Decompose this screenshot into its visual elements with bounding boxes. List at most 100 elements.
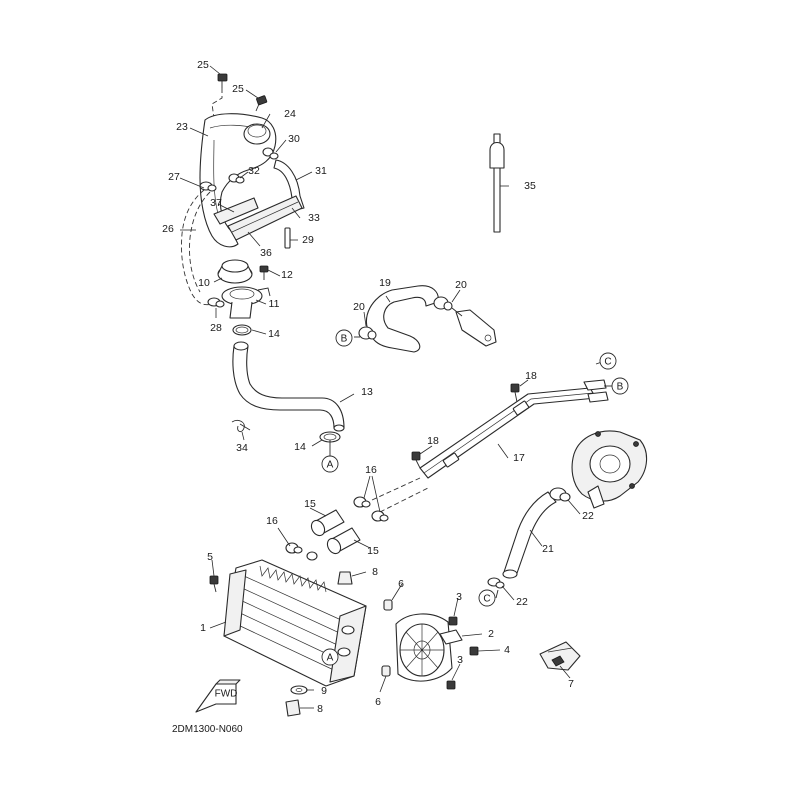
water-pump xyxy=(571,430,648,509)
callout-7: 7 xyxy=(568,678,574,690)
bolt-5 xyxy=(209,575,219,593)
ref-letter: B xyxy=(617,382,624,393)
water-pump-hose-21 xyxy=(503,491,557,577)
hose-15-lower xyxy=(326,527,361,555)
diagram-code: 2DM1300-N060 xyxy=(172,724,243,735)
hose-clamp-20-right xyxy=(433,296,453,311)
hose-clamp-22-upper xyxy=(549,487,571,502)
callout-14: 14 xyxy=(294,441,306,453)
bracket-plate xyxy=(213,197,259,225)
callout-numbers: 25 25 24 23 30 27 31 32 37 33 26 29 36 1… xyxy=(162,59,594,715)
clamp-32 xyxy=(228,173,245,184)
ref-letter: A xyxy=(327,653,334,664)
pin-29 xyxy=(284,227,291,249)
callout-4: 4 xyxy=(504,644,510,656)
hose-clamp-16-c xyxy=(285,542,303,554)
callout-19: 19 xyxy=(379,277,391,289)
callout-9: 9 xyxy=(321,685,327,697)
hose-clamp-16-a xyxy=(353,496,371,508)
fwd-label: FWD xyxy=(215,689,238,700)
callout-15: 15 xyxy=(304,498,316,510)
callout-16: 16 xyxy=(266,515,278,527)
callout-26: 26 xyxy=(162,223,174,235)
ref-marker-c-lower: C xyxy=(478,589,496,607)
reservoir-cap xyxy=(243,123,271,145)
callout-18: 18 xyxy=(427,435,439,447)
hose-clamp-14-upper xyxy=(232,324,252,336)
grommet-8-upper xyxy=(337,571,353,585)
callout-33: 33 xyxy=(308,212,320,224)
callout-31: 31 xyxy=(315,165,327,177)
callout-6: 6 xyxy=(398,578,404,590)
clamp-28 xyxy=(207,297,225,308)
ref-marker-b-left: B xyxy=(335,329,353,347)
clamp-30 xyxy=(262,147,279,160)
callout-1: 1 xyxy=(200,622,206,634)
callout-6: 6 xyxy=(375,696,381,708)
callout-16: 16 xyxy=(365,464,377,476)
ref-marker-a-lower: A xyxy=(321,648,339,666)
callout-11: 11 xyxy=(269,298,280,310)
ref-letter: C xyxy=(483,594,490,605)
callout-5: 5 xyxy=(207,551,213,563)
bolt-4 xyxy=(469,646,479,656)
radiator-cap-assembly xyxy=(207,259,271,336)
ref-letter: B xyxy=(341,334,348,345)
leader-lines xyxy=(179,65,612,709)
ref-letter: A xyxy=(327,460,334,471)
callout-29: 29 xyxy=(302,234,314,246)
coolant-pipe-17 xyxy=(419,379,609,479)
callout-12: 12 xyxy=(281,269,293,281)
ref-marker-a-upper: A xyxy=(321,455,339,473)
callout-35: 35 xyxy=(524,180,536,192)
bolt-3-lower xyxy=(446,680,456,690)
callout-32: 32 xyxy=(248,165,260,177)
washer-9 xyxy=(290,685,308,695)
hose-clamp-16-b xyxy=(371,510,389,522)
bolt-25-upper xyxy=(217,73,228,88)
forward-direction-arrow: FWD xyxy=(195,679,241,713)
hose-clamp-20-left xyxy=(358,326,377,340)
callout-22: 22 xyxy=(516,596,528,608)
ref-marker-b-right: B xyxy=(611,377,629,395)
reservoir-bracket xyxy=(227,195,303,241)
callout-14: 14 xyxy=(268,328,280,340)
callout-18: 18 xyxy=(525,370,537,382)
callout-15: 15 xyxy=(367,545,379,557)
reservoir-hose-26 xyxy=(181,189,213,306)
callout-28: 28 xyxy=(210,322,222,334)
bolt-18-upper xyxy=(510,383,520,403)
callout-25: 25 xyxy=(197,59,209,71)
callout-27: 27 xyxy=(168,171,180,183)
reservoir-tank-assembly xyxy=(181,73,305,306)
callout-36: 36 xyxy=(260,247,272,259)
hose-clamp-16-d xyxy=(306,551,318,561)
callout-20: 20 xyxy=(353,301,365,313)
radiator-fan xyxy=(395,613,463,682)
collar-6-upper xyxy=(383,599,393,611)
callout-17: 17 xyxy=(513,452,525,464)
callout-30: 30 xyxy=(288,133,300,145)
bolt-12 xyxy=(259,265,269,280)
callout-21: 21 xyxy=(542,543,554,555)
bolt-18-lower xyxy=(411,451,421,469)
ref-marker-c-upper: C xyxy=(599,352,617,370)
callout-3: 3 xyxy=(457,654,463,666)
radiator-hose-13 xyxy=(232,345,345,429)
callout-8: 8 xyxy=(372,566,378,578)
hose-fitting xyxy=(451,307,497,347)
bolt-3-upper xyxy=(448,616,458,626)
callout-23: 23 xyxy=(176,121,188,133)
hose-15-upper xyxy=(310,509,345,537)
callout-13: 13 xyxy=(361,386,373,398)
callout-10: 10 xyxy=(198,277,210,289)
ref-letter: C xyxy=(604,357,611,368)
radiator-cap xyxy=(217,259,253,284)
hose-clamp-22-lower xyxy=(487,577,505,589)
cable-tie-35 xyxy=(489,133,505,233)
collar-6-lower xyxy=(381,665,391,677)
callout-8: 8 xyxy=(317,703,323,715)
callout-34: 34 xyxy=(236,442,248,454)
hose-clip-34 xyxy=(231,419,251,433)
